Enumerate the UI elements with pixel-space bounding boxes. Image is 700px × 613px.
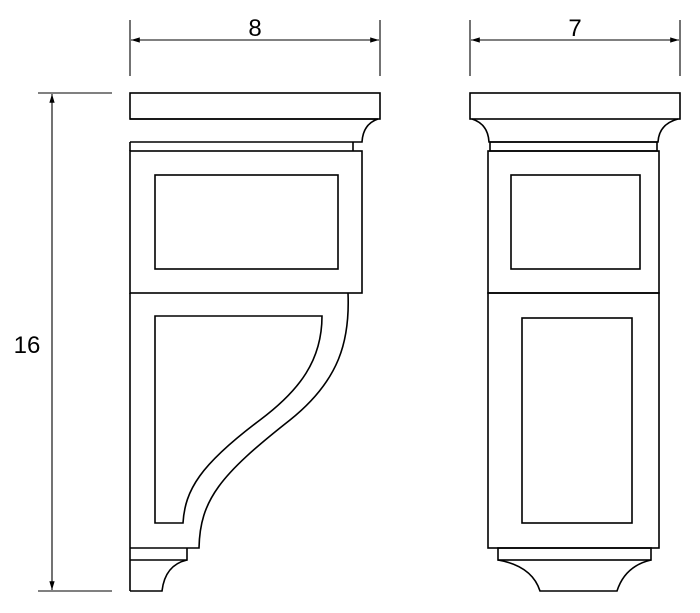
side-view: [469, 92, 681, 592]
height-label: 16: [14, 332, 41, 359]
front-view: [129, 92, 381, 592]
front-width-dimension: 8: [129, 15, 381, 76]
side-width-dimension: 7: [469, 15, 681, 76]
side-width-label: 7: [568, 15, 581, 42]
height-dimension: 16: [14, 92, 112, 592]
front-width-label: 8: [248, 15, 261, 42]
